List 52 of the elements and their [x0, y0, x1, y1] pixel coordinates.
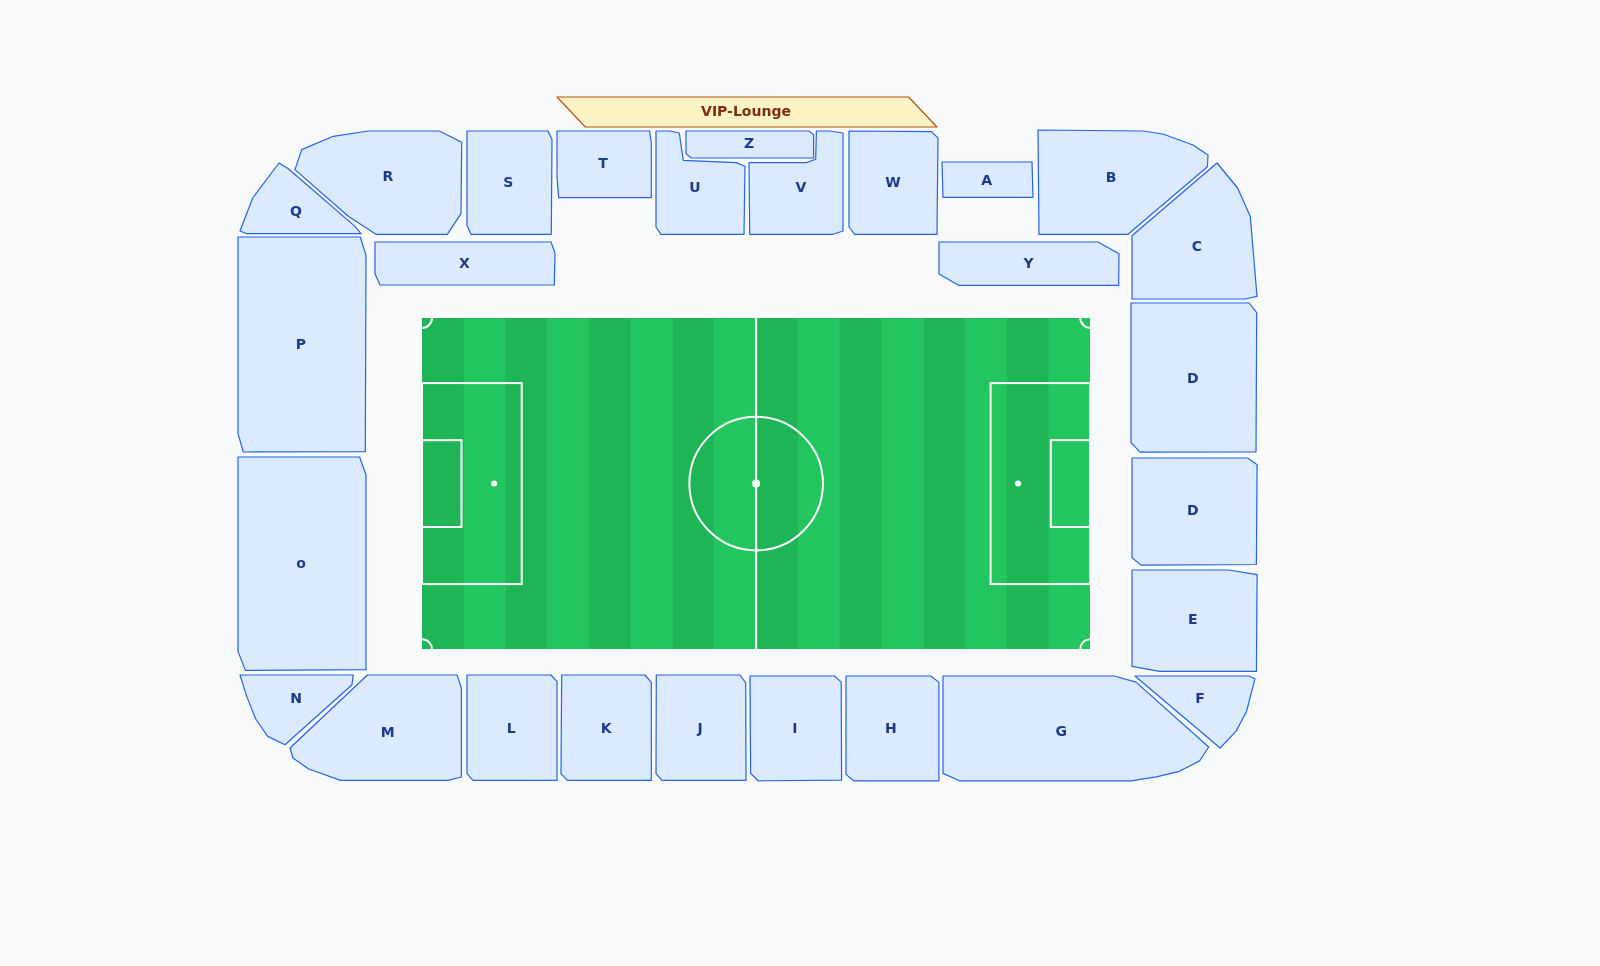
section-label: U	[689, 179, 701, 194]
section-label: B	[1105, 169, 1117, 184]
lounge-area	[554, 94, 939, 129]
seating-section	[937, 240, 1122, 288]
seating-section	[235, 455, 368, 673]
seating-section	[1129, 301, 1259, 455]
seating-section	[1129, 455, 1259, 567]
section-label: Z	[743, 136, 755, 151]
section-label: P	[295, 336, 307, 351]
section-label: K	[600, 720, 612, 735]
seating-section	[843, 673, 941, 783]
section-label: R	[382, 169, 394, 184]
seating-section	[1132, 673, 1257, 750]
seating-section	[288, 673, 464, 783]
section-label: L	[506, 720, 516, 735]
section-label: A	[981, 172, 993, 187]
seating-section	[940, 160, 1036, 200]
section-label: M	[380, 724, 395, 739]
section-label: N	[290, 691, 302, 705]
section-label: Q	[290, 204, 302, 219]
seating-section	[1129, 161, 1259, 302]
seating-section	[1036, 128, 1211, 237]
seating-section	[464, 128, 554, 236]
section-label: S	[503, 174, 514, 189]
section-label: o	[296, 556, 306, 571]
section-label: VIP-Lounge	[701, 104, 791, 119]
section-label: Y	[1023, 256, 1034, 271]
section-label: D	[1187, 370, 1199, 385]
seating-section	[559, 673, 654, 783]
section-label: T	[598, 156, 608, 171]
section-label: E	[1188, 612, 1198, 627]
seating-section	[235, 235, 368, 455]
section-label: J	[697, 720, 703, 735]
seating-section	[847, 128, 941, 236]
seating-section	[238, 673, 356, 747]
section-label: F	[1195, 691, 1205, 705]
seating-section	[554, 128, 653, 200]
seating-section	[683, 128, 816, 160]
section-label: V	[795, 179, 807, 194]
seating-section	[238, 161, 363, 236]
section-label: H	[884, 720, 897, 735]
section-label: D	[1187, 503, 1199, 518]
seating-section	[654, 673, 748, 783]
section-label: C	[1191, 238, 1203, 253]
seating-section	[373, 240, 557, 288]
section-label: W	[885, 174, 901, 189]
section-label: G	[1055, 723, 1067, 738]
section-label: I	[792, 720, 798, 735]
section-label: X	[458, 256, 470, 271]
seating-section	[747, 673, 844, 783]
seating-section	[1129, 567, 1259, 673]
seating-section	[464, 673, 559, 783]
